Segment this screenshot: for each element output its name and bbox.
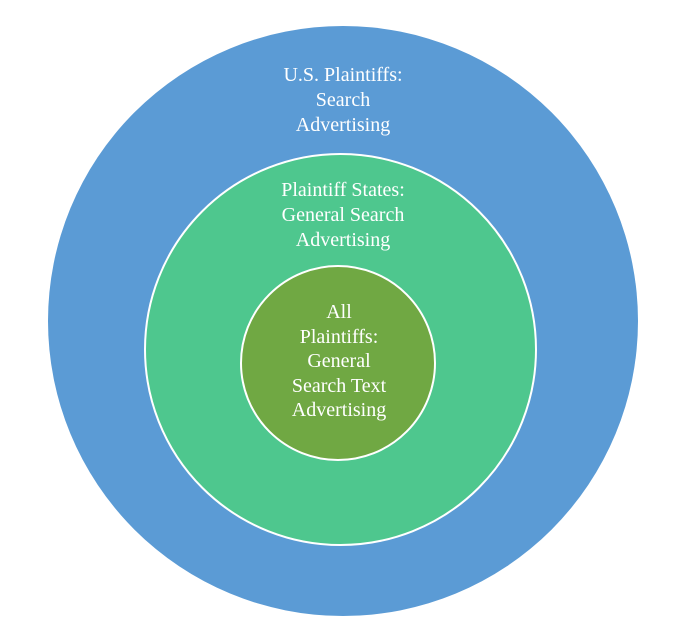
middle-circle-label: Plaintiff States: General Search Adverti…: [281, 179, 405, 251]
outer-circle-label: U.S. Plaintiffs: Search Advertising: [283, 64, 403, 136]
inner-circle-all-plaintiffs: [240, 265, 436, 461]
inner-circle-label: All Plaintiffs: General Search Text Adve…: [291, 301, 387, 421]
